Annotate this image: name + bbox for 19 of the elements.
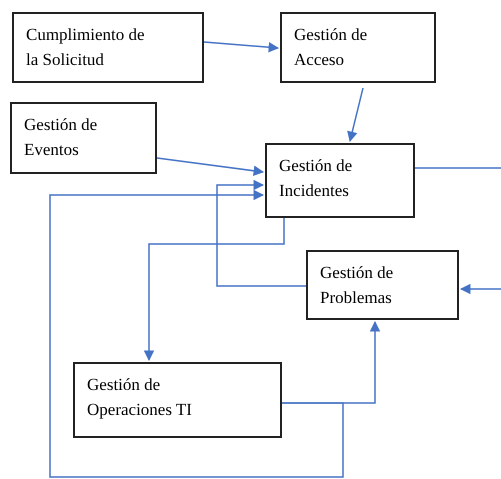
arrow — [216, 180, 306, 287]
process-box — [265, 143, 415, 218]
box-label: Gestión de Problemas — [320, 262, 394, 309]
process-box — [280, 12, 436, 83]
process-box — [73, 362, 282, 438]
box-label: Gestión de Eventos — [24, 114, 98, 161]
arrow — [347, 88, 364, 142]
box-label: Gestión de Acceso — [294, 24, 368, 71]
arrow — [49, 190, 344, 478]
box-label: Gestión de Operaciones TI — [87, 374, 193, 421]
arrow — [144, 218, 285, 362]
box-label: Cumplimiento de la Solicitud — [26, 24, 146, 71]
arrow — [156, 157, 264, 176]
process-box — [12, 12, 204, 83]
box-label: Gestión de Incidentes — [279, 155, 354, 202]
process-box — [10, 102, 157, 174]
process-box — [306, 250, 459, 320]
arrow — [204, 41, 280, 52]
arrow — [460, 284, 501, 294]
